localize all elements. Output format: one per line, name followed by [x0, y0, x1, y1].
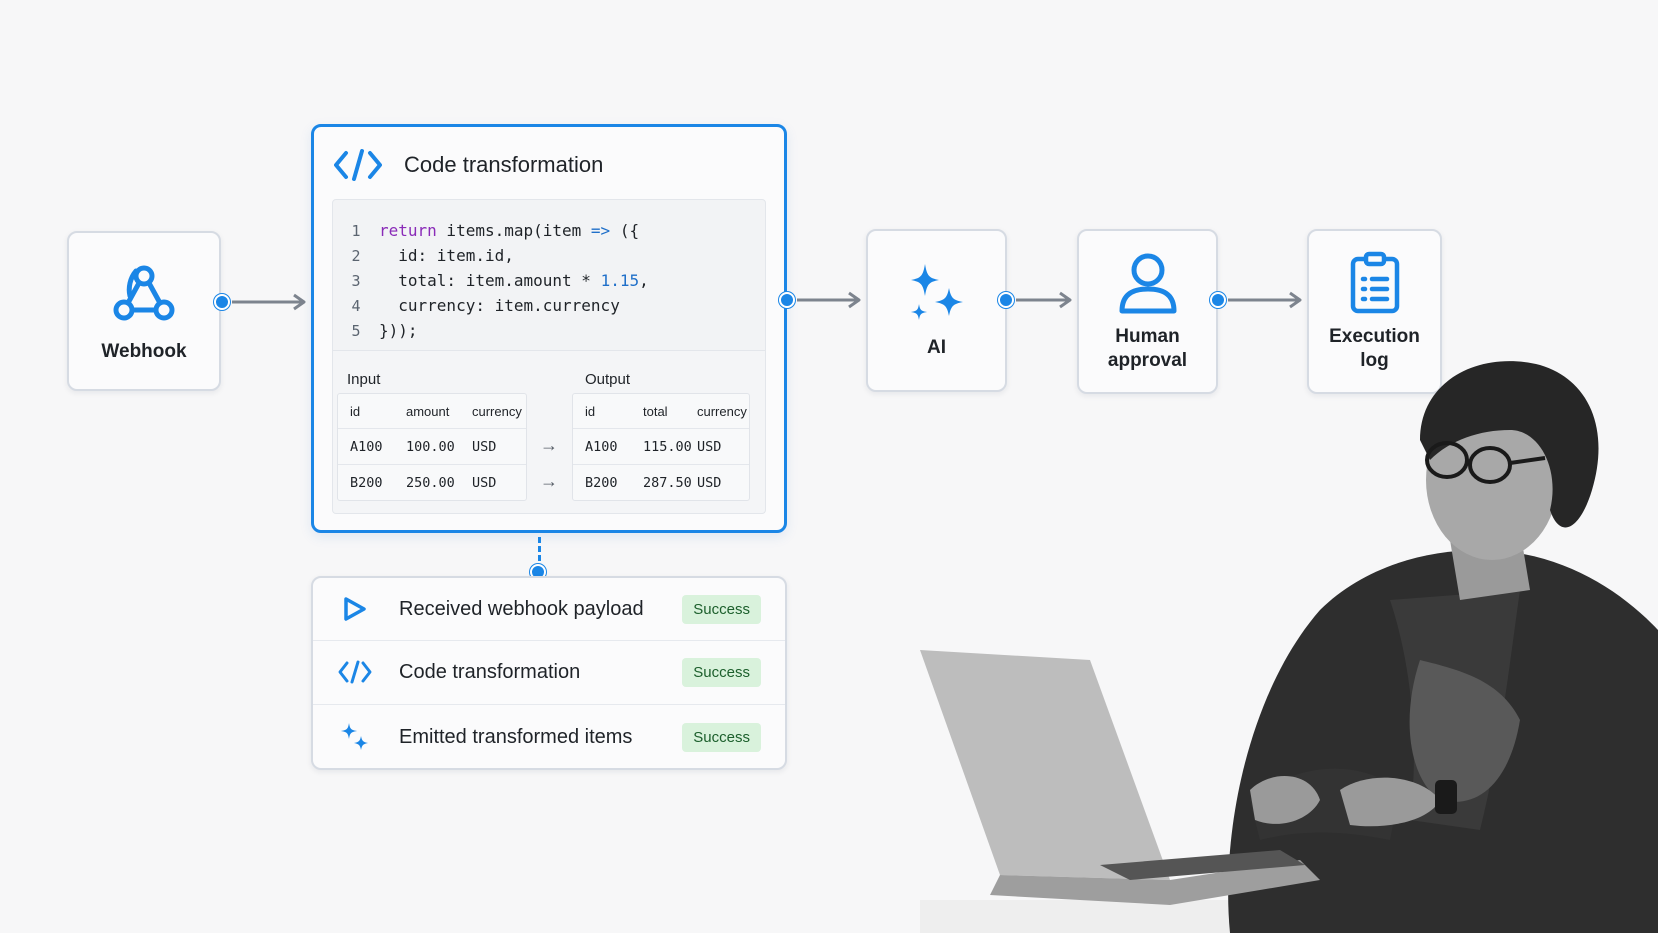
- table-header-row: id amount currency: [338, 394, 526, 428]
- human-approval-label: Human approval: [1107, 325, 1188, 371]
- code-text: }));: [379, 321, 418, 340]
- code-line: 2 id: item.id,: [333, 243, 765, 268]
- line-number: 1: [351, 221, 361, 240]
- webhook-icon: [113, 265, 175, 321]
- arrow-webhook-to-code: [232, 293, 306, 311]
- line-number: 5: [351, 321, 361, 340]
- input-title: Input: [347, 371, 381, 388]
- column-header: currency: [697, 403, 747, 419]
- status-badge: Success: [682, 722, 761, 752]
- code-transformation-node[interactable]: Code transformation 1 return items.map(it…: [311, 124, 787, 533]
- column-header: id: [350, 403, 361, 419]
- column-header: currency: [472, 403, 522, 419]
- code-token: ({: [610, 221, 640, 240]
- ai-output-port[interactable]: [998, 292, 1014, 308]
- arrow-ai-to-approval: [1016, 291, 1072, 309]
- code-token: id: item.id,: [379, 246, 514, 265]
- arrow-approval-to-log: [1228, 291, 1302, 309]
- code-text: return items.map(item => ({: [379, 221, 639, 240]
- code-icon: [334, 149, 382, 181]
- code-line: 5}));: [333, 318, 765, 343]
- user-icon: [1119, 253, 1176, 314]
- code-line: 4 currency: item.currency: [333, 293, 765, 318]
- dashed-connector: [538, 537, 541, 570]
- log-item-code[interactable]: Code transformation Success: [313, 641, 785, 703]
- code-text: total: item.amount * 1.15,: [379, 271, 649, 290]
- webhook-output-port[interactable]: [214, 294, 230, 310]
- sparkles-icon: [341, 723, 368, 750]
- line-number: 2: [351, 246, 361, 265]
- code-card-title: Code transformation: [404, 152, 604, 177]
- row-arrow-1: →: [540, 435, 558, 455]
- webhook-label: Webhook: [101, 341, 187, 363]
- table-row: A100 115.00 USD: [573, 428, 749, 464]
- table-cell: USD: [472, 438, 497, 455]
- column-header: amount: [406, 403, 450, 419]
- table-row: B200 250.00 USD: [338, 464, 526, 500]
- table-cell: 100.00: [406, 438, 455, 455]
- code-line: 3 total: item.amount * 1.15,: [333, 268, 765, 293]
- table-cell: USD: [697, 474, 722, 491]
- ai-label: AI: [927, 336, 946, 358]
- code-token: =>: [590, 221, 611, 240]
- execution-log-label: Execution log: [1329, 325, 1420, 371]
- code-token: total: item.amount *: [379, 271, 601, 290]
- table-cell: 250.00: [406, 474, 455, 491]
- table-row: A100 100.00 USD: [338, 428, 526, 464]
- webhook-node[interactable]: Webhook: [67, 231, 221, 391]
- execution-log-node[interactable]: Execution log: [1307, 229, 1442, 394]
- table-cell: B200: [350, 474, 383, 491]
- code-token: items.map(item: [436, 221, 591, 240]
- code-token: return: [379, 221, 437, 240]
- code-text: id: item.id,: [379, 246, 514, 265]
- line-number: 3: [351, 271, 361, 290]
- code-token: currency: item.currency: [379, 296, 620, 315]
- ai-node[interactable]: AI: [866, 229, 1007, 392]
- code-card-header: Code transformation: [334, 149, 603, 181]
- approval-output-port[interactable]: [1210, 292, 1226, 308]
- column-header: id: [585, 403, 596, 419]
- sparkles-icon: [910, 263, 963, 320]
- status-badge: Success: [682, 594, 761, 624]
- status-badge: Success: [682, 657, 761, 687]
- execution-log-list: Received webhook payload Success Code tr…: [311, 576, 787, 770]
- code-output-port[interactable]: [779, 292, 795, 308]
- code-icon: [338, 660, 372, 684]
- table-cell: USD: [472, 474, 497, 491]
- table-cell: USD: [697, 438, 722, 455]
- log-item-emitted[interactable]: Emitted transformed items Success: [313, 706, 785, 768]
- row-arrow-2: →: [540, 471, 558, 491]
- table-cell: A100: [585, 438, 618, 455]
- log-item-text: Received webhook payload: [399, 597, 644, 620]
- log-item-received[interactable]: Received webhook payload Success: [313, 578, 785, 640]
- person-with-laptop-photo: [920, 361, 1658, 933]
- output-title: Output: [585, 371, 631, 388]
- log-item-text: Code transformation: [399, 660, 581, 683]
- play-icon: [344, 597, 366, 621]
- code-token: }));: [379, 321, 418, 340]
- table-cell: B200: [585, 474, 618, 491]
- table-cell: 287.50: [643, 474, 692, 491]
- table-row: B200 287.50 USD: [573, 464, 749, 500]
- clipboard-list-icon: [1350, 251, 1399, 313]
- code-token: 1.15: [600, 271, 640, 290]
- code-line: 1 return items.map(item => ({: [333, 218, 765, 243]
- column-header: total: [643, 403, 668, 419]
- table-header-row: id total currency: [573, 394, 749, 428]
- log-item-text: Emitted transformed items: [399, 725, 633, 748]
- arrow-code-to-ai: [797, 291, 861, 309]
- table-cell: A100: [350, 438, 383, 455]
- code-editor[interactable]: 1 return items.map(item => ({ 2 id: item.i…: [332, 199, 766, 351]
- code-token: ,: [639, 271, 649, 290]
- table-cell: 115.00: [643, 438, 692, 455]
- line-number: 4: [351, 296, 361, 315]
- code-text: currency: item.currency: [379, 296, 620, 315]
- human-approval-node[interactable]: Human approval: [1077, 229, 1218, 394]
